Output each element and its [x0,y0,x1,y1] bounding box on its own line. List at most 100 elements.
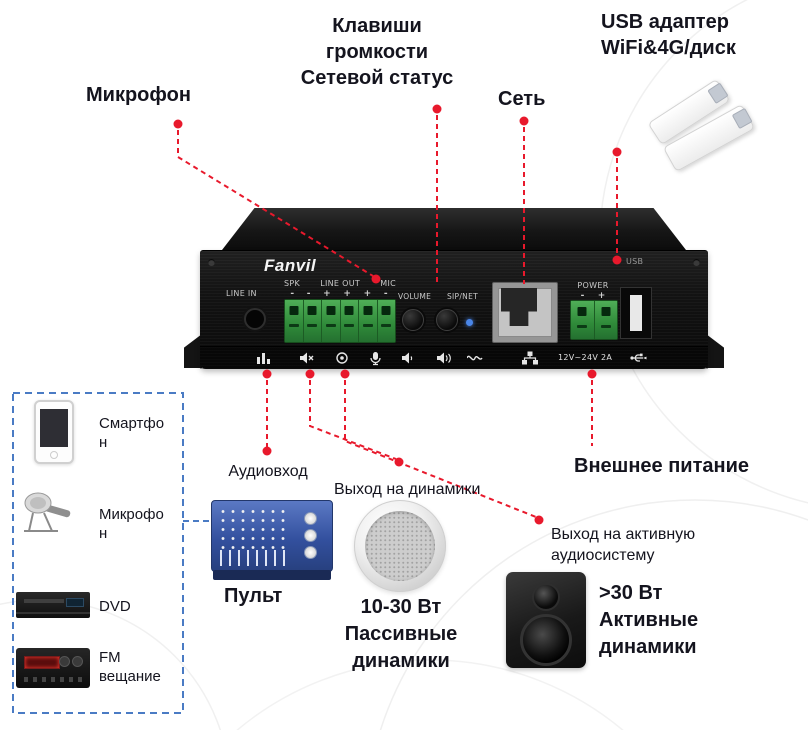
ceiling-speaker-icon [354,500,446,592]
terminal-cell [359,300,378,342]
ethernet-port [492,282,558,343]
mixer-knobs [218,507,288,549]
mixer-sliders [220,550,286,566]
volume-button [402,309,424,331]
dvd-display [66,598,84,607]
terminal-cell [377,300,395,342]
polarity-mark: - [383,289,388,299]
terminal-cell [340,300,359,342]
label-active-watt: >30 Вт [599,582,663,604]
label-external-power: Внешнее питание [574,455,749,477]
speaker-grille [365,511,435,581]
sipnet-button [436,309,458,331]
polarity-mark: + [363,289,372,299]
device-top-face [222,208,686,250]
terminal-cell [571,301,595,339]
mic-jack-icon [336,352,348,364]
smartphone-icon [34,400,74,464]
source-label-microphone: Микрофон [99,506,164,542]
volume-sipnet-labels: VOLUME SIP/NET [398,292,478,301]
label-volume-keys-line1: Клавиши [332,15,422,37]
label-active-speakers: >30 Вт Активные динамики [599,580,698,661]
fm-knob [59,656,70,667]
dvd-player-icon [16,592,90,618]
label-audio-input: Аудиовход [228,463,308,480]
device-front-panel: Fanvil LINE IN SPK LINE OUT MIC - - + + … [200,250,708,369]
label-usb-adapter: USB адаптер WiFi&4G/диск [601,9,736,61]
microphone-icon [24,492,71,532]
label-speaker-output: Выход на динамики [334,481,481,498]
terminal-cell [322,300,341,342]
terminal-cell [594,301,617,339]
spk-label: SPK [284,279,301,288]
usb-trident-icon [630,353,647,362]
polarity-mark: + [323,289,331,299]
usb-port [620,287,652,339]
speaker-mute-icon [300,352,314,364]
label-active-output-line2: аудиосистему [551,547,655,564]
usb-port-tongue [630,295,642,331]
label-mixer: Пульт [224,585,283,607]
line-in-jack [244,308,266,330]
usb-dongle-connector [707,82,729,105]
terminal-cell [285,300,304,342]
label-network-status: Сетевой статус [300,67,454,89]
mixer-base [213,570,331,580]
label-usb-adapter-line1: USB адаптер [601,11,729,33]
label-active-output-line1: Выход на активную [551,526,696,543]
smartphone-screen [40,409,68,447]
terminal-polarity-marks: - - + + + - [284,289,394,299]
status-led [466,319,473,326]
smartphone-home-button [50,451,58,459]
label-active-line1: Активные [599,609,699,631]
mixing-console-icon [211,500,333,580]
label-network: Сеть [498,88,546,110]
fm-display [24,656,60,669]
label-passive-line1: Пассивные [344,623,458,645]
mic-label: MIC [380,279,396,288]
label-usb-adapter-line2: WiFi&4G/диск [601,37,736,59]
brand-logo: Fanvil [264,256,317,275]
label-passive-watt: 10-30 Вт [360,596,442,618]
label-active-line2: динамики [599,636,697,658]
polarity-mark: + [343,289,351,299]
speaker-output-connector [309,380,397,460]
dvd-tray [24,599,64,603]
volume-label: VOLUME [398,292,432,301]
screw-icon [693,259,700,266]
label-volume-keys-network-status: Клавиши громкости Сетевой статус [288,13,466,91]
label-volume-keys-line2: громкости [325,41,429,63]
active-speaker-icon [506,572,586,668]
polarity-mark: - [290,289,295,299]
power-terminal-block [570,300,618,340]
audio-level-icon [257,353,270,364]
label-passive-speakers: 10-30 Вт Пассивные динамики [330,594,472,675]
mixer-master-section [294,508,326,564]
polarity-mark: - [306,289,311,299]
label-microphone: Микрофон [86,84,191,106]
screw-icon [208,259,215,266]
tweeter [532,583,560,611]
source-label-dvd: DVD [99,598,131,615]
ethernet-icon [522,351,538,365]
usb-port-label: USB [626,257,644,266]
label-active-output: Выход на активную аудиосистему [551,524,695,566]
fm-radio-icon [16,648,90,688]
fm-buttons [24,677,82,682]
speaker-lineout-mic-terminal-block [284,299,396,343]
polarity-mark: - [580,291,585,301]
speaker-icon [402,352,413,364]
woofer [520,614,572,666]
usb-dongle-connector [731,107,753,130]
label-passive-line2: динамики [352,650,450,672]
terminal-cell [303,300,322,342]
source-label-fm: FM вещание [99,649,161,685]
wave-icon [467,355,483,361]
panel-icon-strip: 12V~24V 2A [200,346,708,369]
mounting-ear-right [706,334,724,368]
line-out-label: LINE OUT [320,279,361,288]
mic-icon [370,352,381,366]
speaker-loud-icon [437,352,451,364]
terminal-labels-row: SPK LINE OUT MIC [284,279,396,288]
